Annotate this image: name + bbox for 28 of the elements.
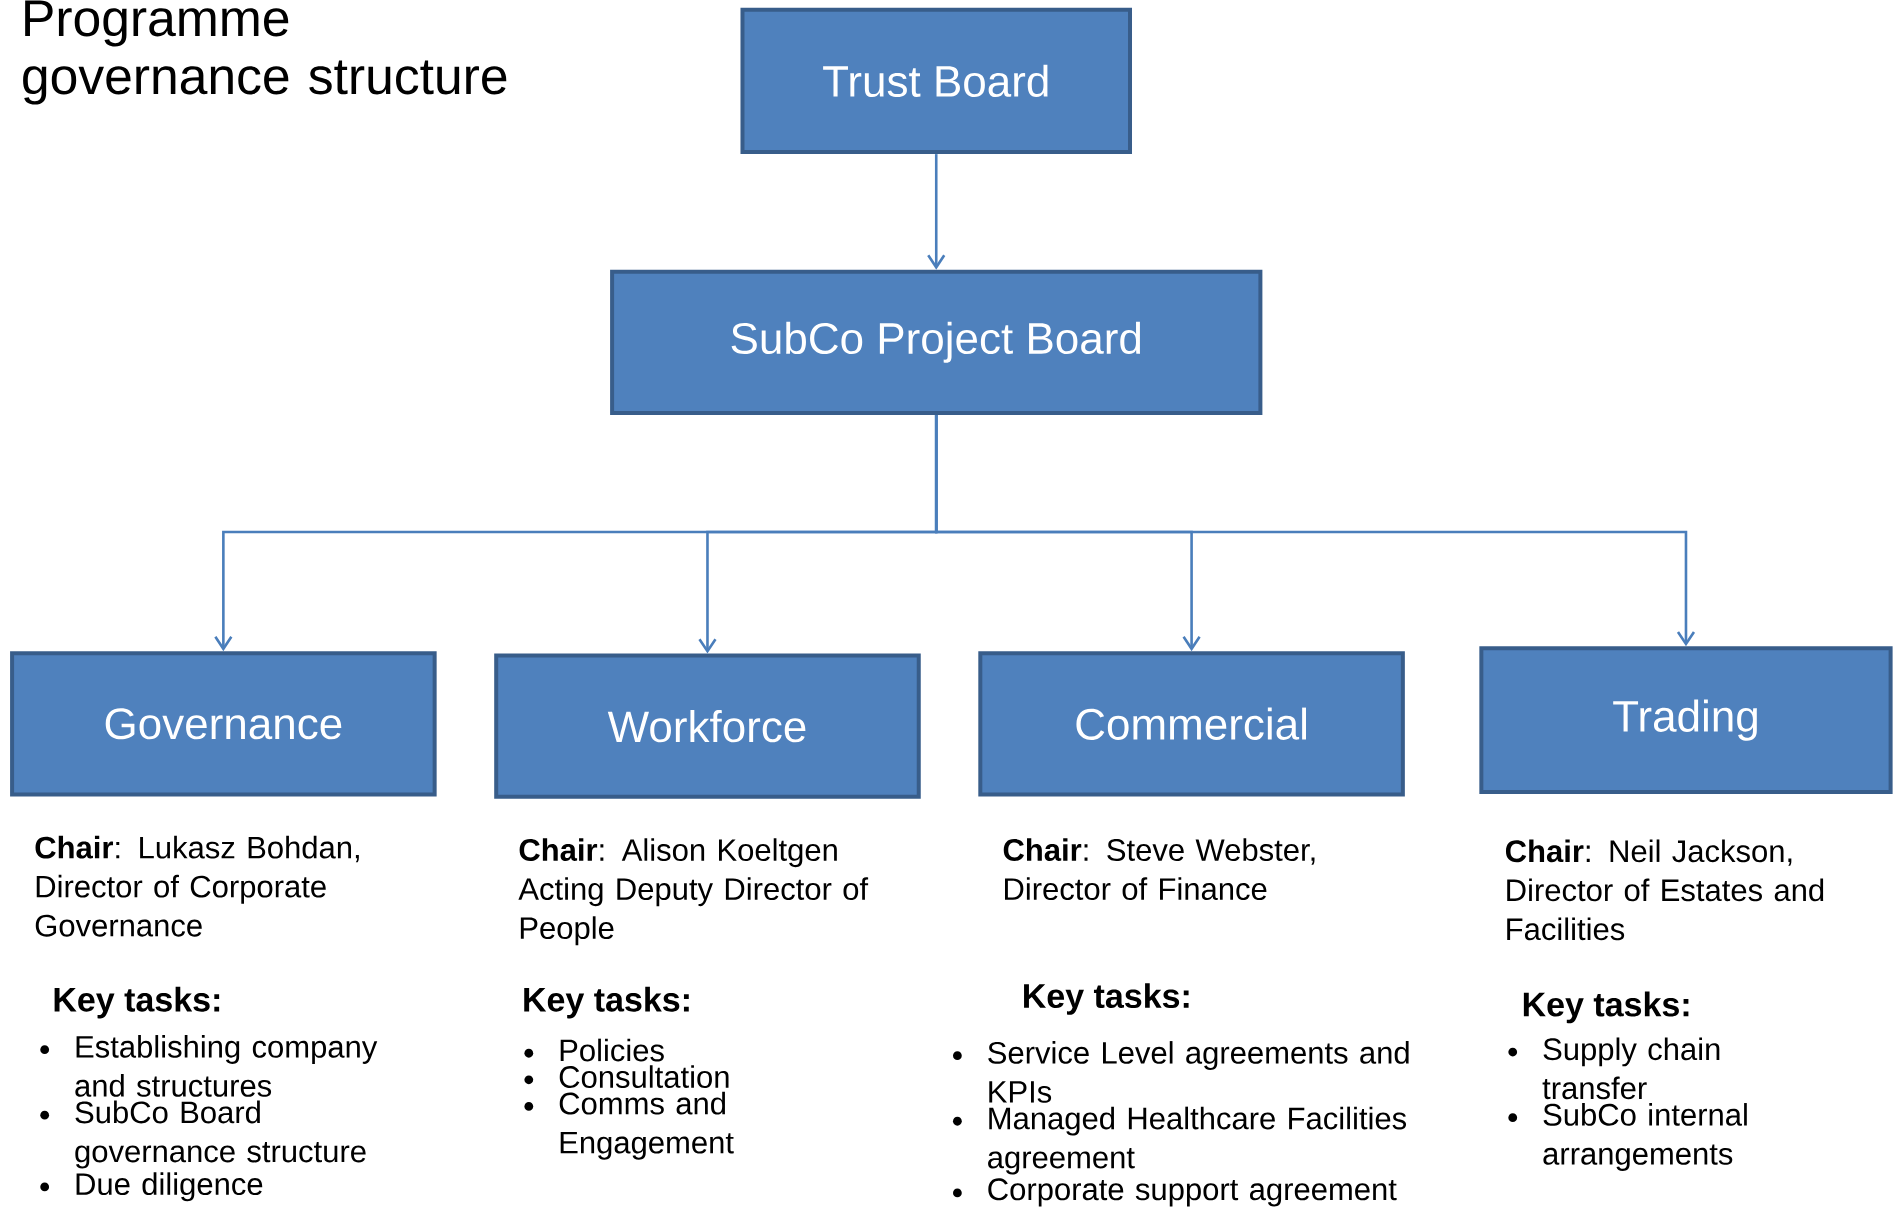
bullet-item: SubCo Board governance structure — [75, 1100, 366, 1169]
key-tasks-heading: Key tasks: — [1523, 991, 1689, 1024]
bullet-item: Corporate support agreement — [988, 1178, 1397, 1207]
key-tasks-heading: Key tasks: — [1024, 983, 1189, 1015]
bullet-item: Managed Healthcare Facilities agreement — [988, 1106, 1407, 1175]
chair-text: Chair: Alison Koeltgen Acting Deputy Director of People — [518, 838, 869, 946]
org-box: Workforce — [494, 653, 921, 799]
key-tasks-heading: Key tasks: — [54, 986, 220, 1019]
bullet-item: SubCo internal arrangements — [1543, 1102, 1747, 1171]
org-box: SubCo Project Board — [610, 269, 1263, 415]
chair-text: Chair: Lukasz Bohdan, Director of Corporate Governance — [35, 835, 359, 937]
bullet-item: Due diligence — [76, 1172, 263, 1202]
bullet-item: Comms and Engagement — [559, 1091, 734, 1160]
org-box: Trading — [1479, 646, 1893, 794]
bullet-item: Policies — [560, 1038, 664, 1062]
org-box: Governance — [10, 651, 437, 797]
key-tasks-heading: Key tasks: — [524, 986, 689, 1019]
title: Programme governance structure — [23, 0, 507, 105]
bullet-item: Supply chain transfer — [1542, 1037, 1720, 1100]
arrow — [934, 414, 1696, 647]
org-box: Trust Board — [740, 7, 1132, 154]
arrow — [927, 154, 946, 270]
org-box: Commercial — [978, 651, 1405, 797]
bullet-item: Establishing company and structures — [75, 1034, 378, 1097]
bullet-item: Service Level agreements and KPIs — [988, 1041, 1409, 1103]
bullet-item: Consultation — [559, 1065, 729, 1088]
chair-text: Chair: Neil Jackson, Director of Estates and Facilities — [1505, 839, 1824, 941]
chair-text: Chair: Steve Webster, Director of Finance — [1003, 838, 1315, 900]
